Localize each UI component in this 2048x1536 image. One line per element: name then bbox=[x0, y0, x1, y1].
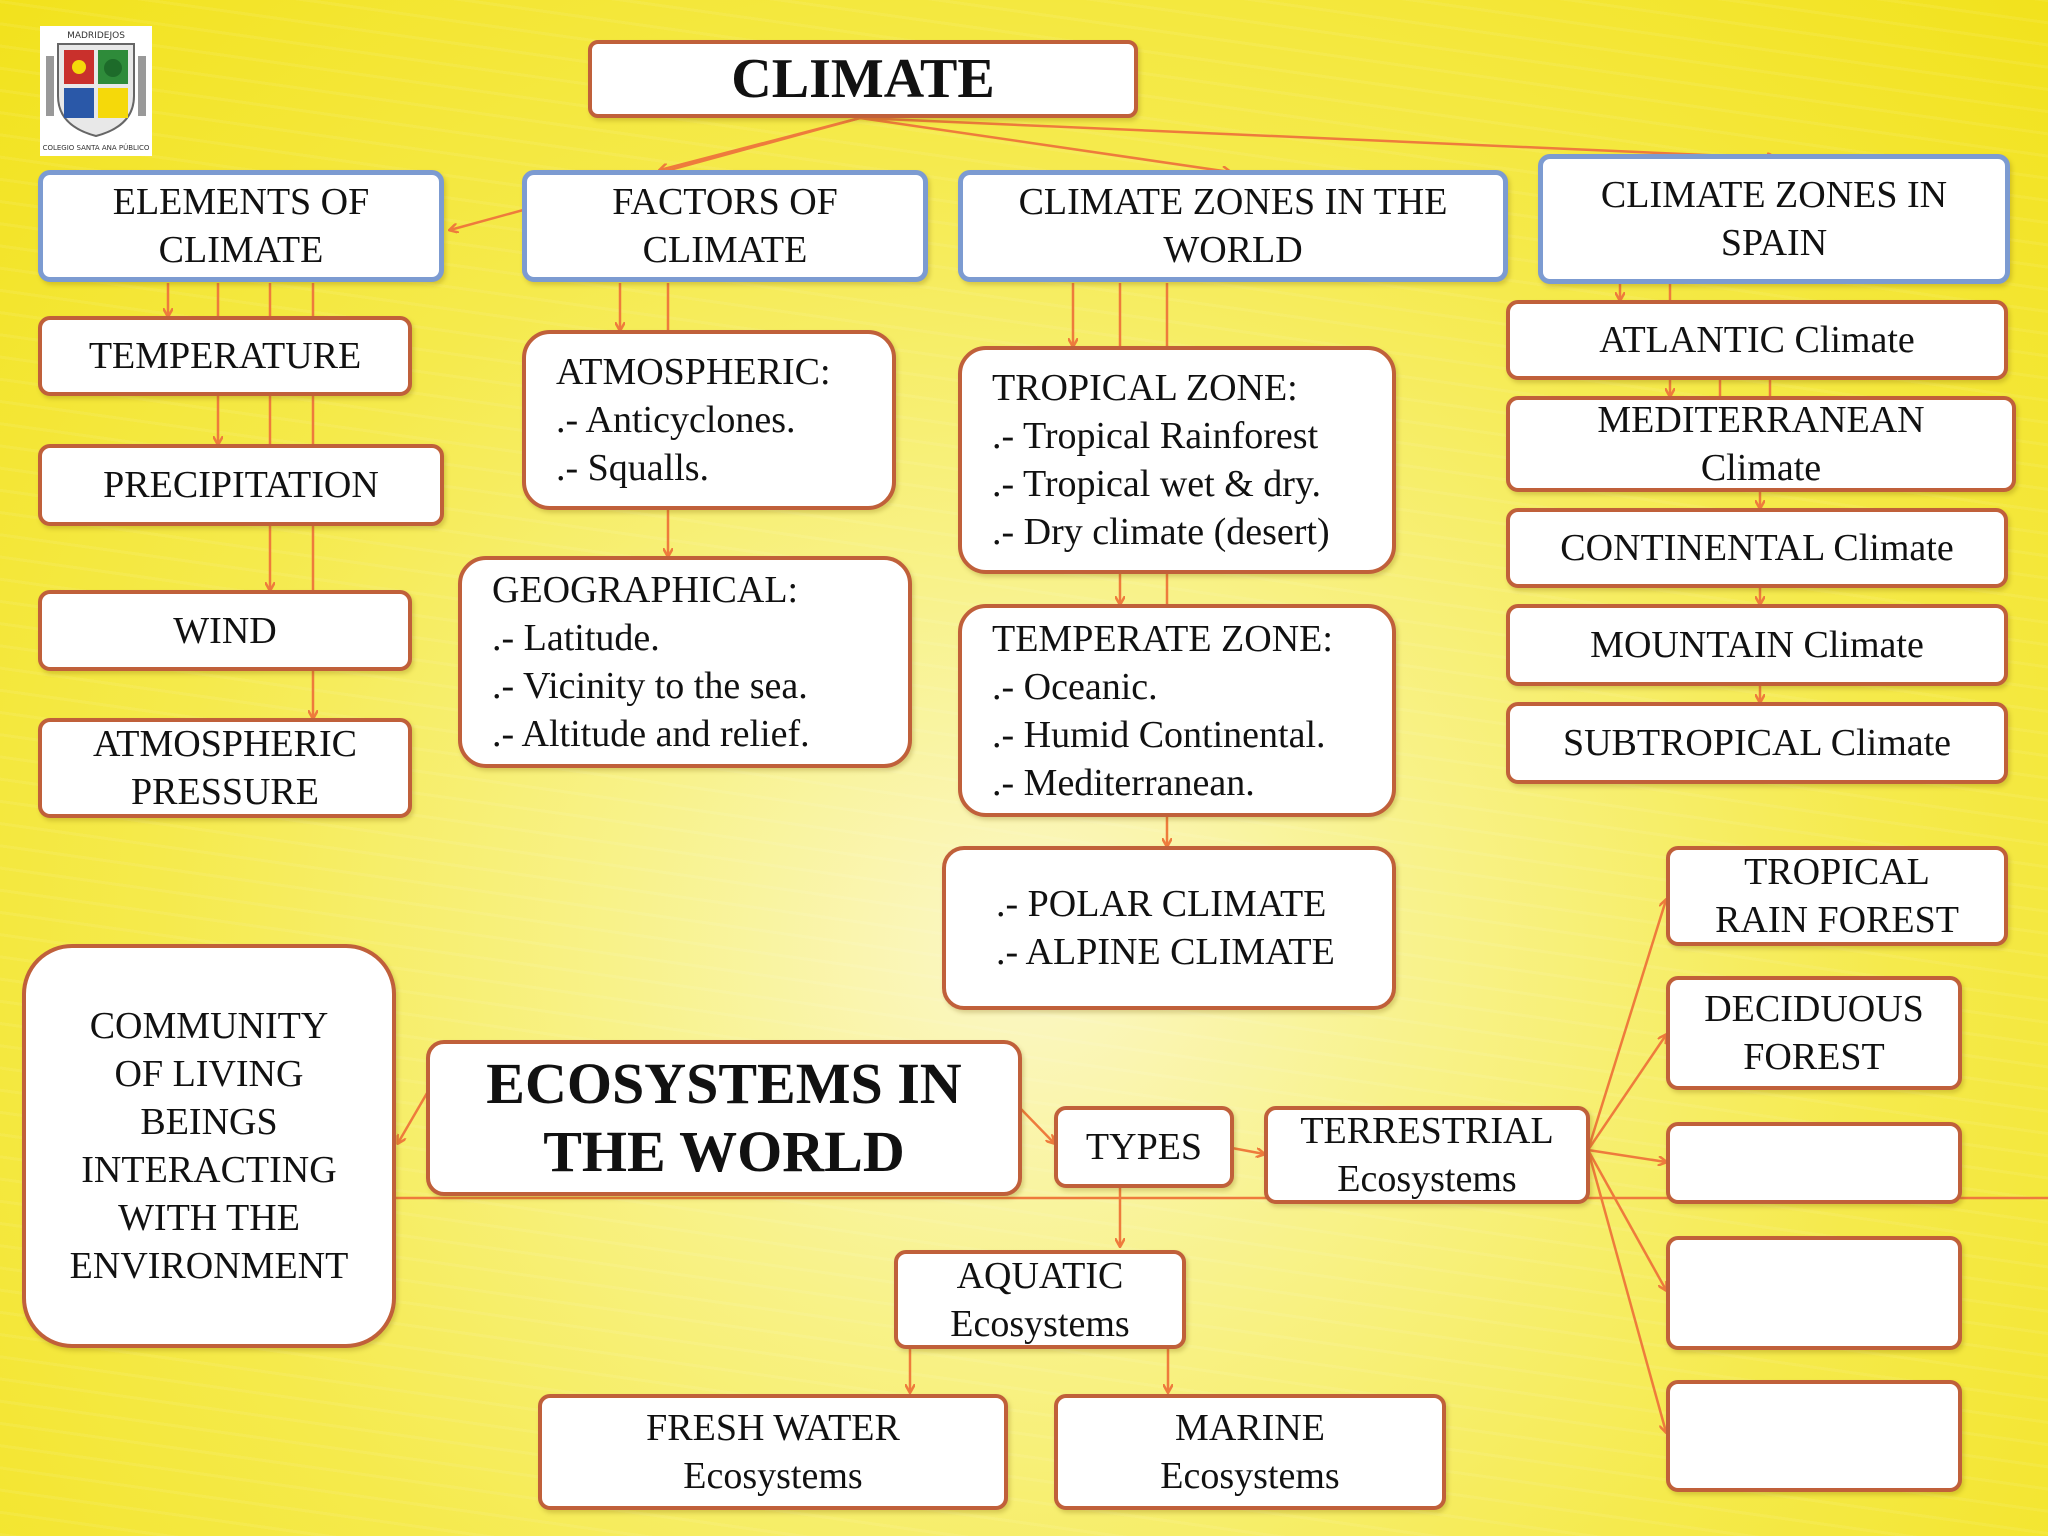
svg-text:COLEGIO SANTA ANA PÚBLICO: COLEGIO SANTA ANA PÚBLICO bbox=[43, 143, 150, 152]
factors-header: FACTORS OF CLIMATE bbox=[522, 170, 928, 282]
spain-climate-item: SUBTROPICAL Climate bbox=[1506, 702, 2008, 784]
element-item: WIND bbox=[38, 590, 412, 671]
terrestrial-item-blank bbox=[1666, 1122, 1962, 1204]
tropical-zone: TROPICAL ZONE: .- Tropical Rainforest .-… bbox=[958, 346, 1396, 574]
spain-climate-item: ATLANTIC Climate bbox=[1506, 300, 2008, 380]
spain-climate-item-text: CONTINENTAL Climate bbox=[1560, 527, 1954, 569]
polar-alpine-zone: .- POLAR CLIMATE .- ALPINE CLIMATE bbox=[942, 846, 1396, 1010]
spain-climate-item: MEDITERRANEAN Climate bbox=[1506, 396, 2016, 492]
terrestrial-item-blank bbox=[1666, 1236, 1962, 1350]
fresh-water-ecosystems: FRESH WATER Ecosystems bbox=[538, 1394, 1008, 1510]
world-zones-header: CLIMATE ZONES IN THE WORLD bbox=[958, 170, 1508, 282]
spain-climate-item-text: MOUNTAIN Climate bbox=[1590, 624, 1924, 666]
terrestrial-ecosystems: TERRESTRIAL Ecosystems bbox=[1264, 1106, 1590, 1204]
terrestrial-item: TROPICAL RAIN FOREST bbox=[1666, 846, 2008, 946]
temperate-zone-text: TEMPERATE ZONE: .- Oceanic. .- Humid Con… bbox=[992, 617, 1333, 804]
element-item: ATMOSPHERIC PRESSURE bbox=[38, 718, 412, 818]
terrestrial-item: DECIDUOUS FOREST bbox=[1666, 976, 1962, 1090]
elements-header: ELEMENTS OF CLIMATE bbox=[38, 170, 444, 282]
ecosystems-title: ECOSYSTEMS IN THE WORLD bbox=[426, 1040, 1022, 1196]
link-climate-spain bbox=[859, 116, 1775, 158]
aquatic-ecosystems-text: AQUATIC Ecosystems bbox=[950, 1254, 1130, 1345]
element-item-text: PRECIPITATION bbox=[103, 464, 379, 506]
ecosystems-title-text: ECOSYSTEMS IN THE WORLD bbox=[486, 1051, 962, 1184]
spain-zones-header: CLIMATE ZONES IN SPAIN bbox=[1538, 154, 2010, 284]
terrestrial-item-text: TROPICAL RAIN FOREST bbox=[1715, 851, 1959, 941]
spain-climate-item-text: MEDITERRANEAN Climate bbox=[1597, 399, 1925, 489]
link-climate-factors bbox=[660, 116, 861, 170]
spain-climate-item-text: SUBTROPICAL Climate bbox=[1562, 722, 1952, 764]
fresh-water-ecosystems-text: FRESH WATER Ecosystems bbox=[646, 1407, 900, 1497]
types-label: TYPES bbox=[1054, 1106, 1234, 1188]
spain-zones-header-text: CLIMATE ZONES IN SPAIN bbox=[1600, 174, 1948, 264]
school-logo: MADRIDEJOS COLEGIO SANTA ANA PÚBLICO bbox=[40, 26, 152, 156]
geographical-factors-text: GEOGRAPHICAL: .- Latitude. .- Vicinity t… bbox=[492, 569, 810, 755]
svg-text:MADRIDEJOS: MADRIDEJOS bbox=[67, 31, 125, 41]
world-zones-header-text: CLIMATE ZONES IN THE WORLD bbox=[1018, 181, 1448, 271]
factors-header-text: FACTORS OF CLIMATE bbox=[612, 181, 838, 271]
spain-climate-item: MOUNTAIN Climate bbox=[1506, 604, 2008, 686]
element-item-text: ATMOSPHERIC PRESSURE bbox=[93, 723, 357, 813]
spain-climate-item-text: ATLANTIC Climate bbox=[1599, 319, 1915, 361]
spain-climate-item: CONTINENTAL Climate bbox=[1506, 508, 2008, 588]
climate-title-text: CLIMATE bbox=[731, 48, 995, 110]
terrestrial-item-blank bbox=[1666, 1380, 1962, 1492]
school-crest-icon: MADRIDEJOS COLEGIO SANTA ANA PÚBLICO bbox=[43, 31, 150, 152]
ecosystem-definition-text: COMMUNITY OF LIVING BEINGS INTERACTING W… bbox=[69, 1005, 349, 1287]
terrestrial-ecosystems-text: TERRESTRIAL Ecosystems bbox=[1300, 1110, 1554, 1200]
geographical-factors: GEOGRAPHICAL: .- Latitude. .- Vicinity t… bbox=[458, 556, 912, 768]
aquatic-ecosystems: AQUATIC Ecosystems bbox=[894, 1250, 1186, 1349]
element-item-text: WIND bbox=[173, 609, 277, 652]
types-label-text: TYPES bbox=[1085, 1126, 1203, 1168]
atmospheric-factors: ATMOSPHERIC: .- Anticyclones. .- Squalls… bbox=[522, 330, 896, 510]
terrestrial-item-text: DECIDUOUS FOREST bbox=[1704, 988, 1924, 1078]
ecosystem-definition: COMMUNITY OF LIVING BEINGS INTERACTING W… bbox=[22, 944, 396, 1348]
element-item: PRECIPITATION bbox=[38, 444, 444, 526]
climate-title: CLIMATE bbox=[588, 40, 1138, 118]
atmospheric-factors-text: ATMOSPHERIC: .- Anticyclones. .- Squalls… bbox=[556, 351, 831, 489]
element-item-text: TEMPERATURE bbox=[88, 335, 362, 377]
link-climate-world bbox=[859, 116, 1230, 172]
temperate-zone: TEMPERATE ZONE: .- Oceanic. .- Humid Con… bbox=[958, 604, 1396, 817]
marine-ecosystems: MARINE Ecosystems bbox=[1054, 1394, 1446, 1510]
polar-alpine-zone-text: .- POLAR CLIMATE .- ALPINE CLIMATE bbox=[996, 883, 1335, 973]
element-item: TEMPERATURE bbox=[38, 316, 412, 396]
marine-ecosystems-text: MARINE Ecosystems bbox=[1160, 1407, 1340, 1497]
tropical-zone-text: TROPICAL ZONE: .- Tropical Rainforest .-… bbox=[992, 367, 1330, 553]
elements-header-text: ELEMENTS OF CLIMATE bbox=[112, 181, 370, 271]
